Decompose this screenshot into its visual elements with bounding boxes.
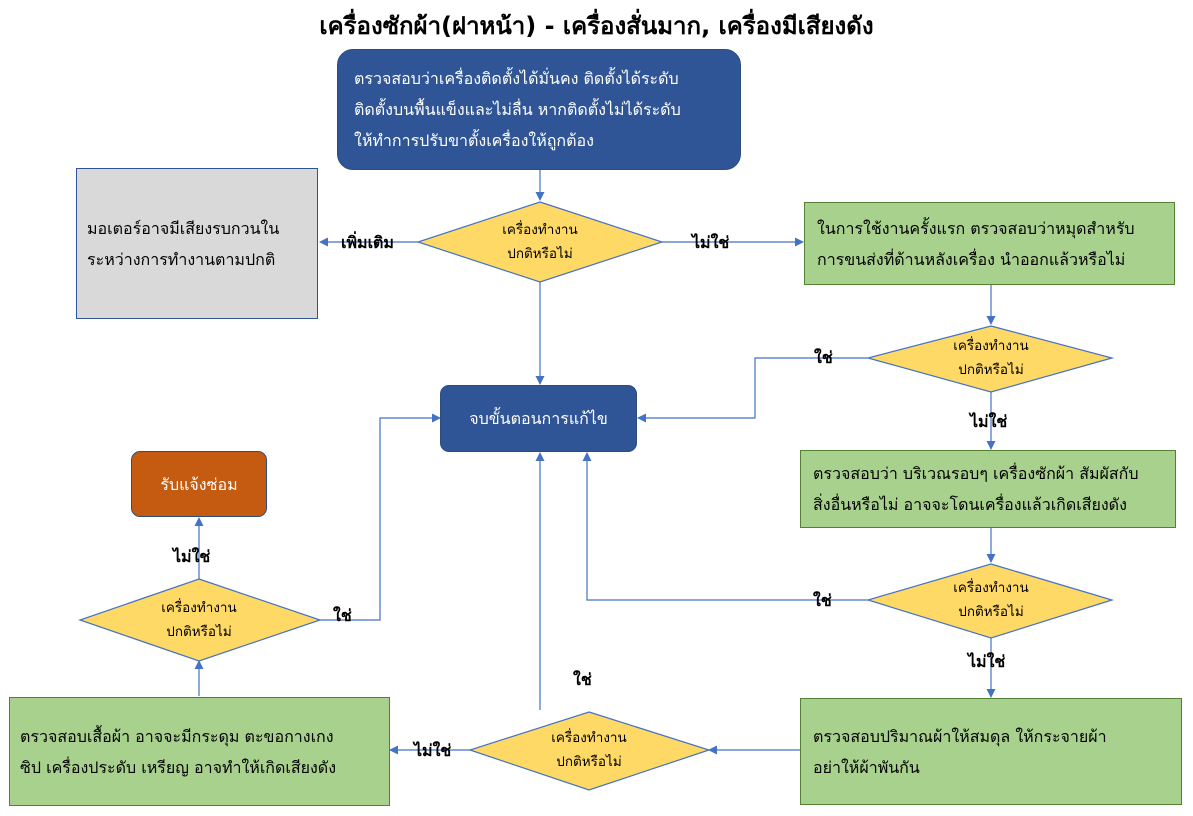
label-yes-d3: ใช่	[813, 591, 832, 610]
edge-d3-end	[582, 452, 868, 601]
label-no-d2: ไม่ใช่	[970, 412, 1008, 431]
load-balance-box: ตรวจสอบปริมาณผ้าให้สมดุล ให้กระจายผ้า อย…	[800, 698, 1182, 805]
surroundings-box: ตรวจสอบว่า บริเวณรอบๆ เครื่องซักผ้า สัมผ…	[800, 450, 1176, 528]
label-no-d5: ไม่ใช่	[414, 741, 452, 760]
load-line-2: อย่าให้ผ้าพันกัน	[813, 757, 920, 777]
decision-diamond-2	[865, 325, 1115, 393]
decision-4-text: เครื่องทำงาน ปกติหรือไม่	[139, 596, 259, 644]
edge-d2-end	[637, 357, 868, 423]
motor-note-line-1: มอเตอร์อาจมีเสียงรบกวนใน	[87, 218, 280, 238]
end-box: จบขั้นตอนการแก้ไข	[440, 385, 637, 452]
decision-3-line-2: ปกติหรือไม่	[958, 604, 1024, 620]
page-title: เครื่องซักผ้า(ฝาหน้า) - เครื่องสั่นมาก, …	[319, 12, 874, 40]
decision-1-line-1: เครื่องทำงาน	[502, 222, 578, 238]
label-no-d1: ไม่ใช่	[692, 233, 730, 252]
decision-2-text: เครื่องทำงาน ปกติหรือไม่	[931, 334, 1051, 382]
load-line-1: ตรวจสอบปริมาณผ้าให้สมดุล ให้กระจายผ้า	[813, 726, 1107, 746]
decision-3-text: เครื่องทำงาน ปกติหรือไม่	[931, 576, 1051, 624]
surroundings-line-2: สิ่งอื่นหรือไม่ อาจจะโดนเครื่องแล้วเกิดเ…	[813, 495, 1127, 514]
label-more: เพิ่มเติม	[341, 233, 394, 252]
decision-4-line-1: เครื่องทำงาน	[161, 600, 237, 616]
decision-1-text: เครื่องทำงาน ปกติหรือไม่	[480, 218, 600, 266]
motor-note-box: มอเตอร์อาจมีเสียงรบกวนใน ระหว่างการทำงาน…	[76, 168, 318, 319]
decision-5-line-1: เครื่องทำงาน	[551, 730, 627, 746]
clothes-check-box: ตรวจสอบเสื้อผ้า อาจจะมีกระดุม ตะขอกางเกง…	[9, 697, 390, 806]
shipping-line-1: ในการใช้งานครั้งแรก ตรวจสอบว่าหมุดสำหรับ	[817, 218, 1135, 238]
decision-4-line-2: ปกติหรือไม่	[166, 624, 232, 640]
label-yes-d4: ใช่	[333, 606, 352, 625]
decision-2-line-1: เครื่องทำงาน	[953, 338, 1029, 354]
decision-diamond-5	[468, 711, 711, 791]
service-box: รับแจ้งซ่อม	[131, 451, 267, 517]
start-box: ตรวจสอบว่าเครื่องติดตั้งได้มั่นคง ติดตั้…	[337, 49, 741, 170]
label-no-d4: ไม่ใช่	[173, 547, 211, 566]
surroundings-line-1: ตรวจสอบว่า บริเวณรอบๆ เครื่องซักผ้า สัมผ…	[813, 464, 1139, 483]
label-no-d3: ไม่ใช่	[968, 652, 1006, 671]
shipping-bolts-box: ในการใช้งานครั้งแรก ตรวจสอบว่าหมุดสำหรับ…	[804, 202, 1175, 285]
start-line-2: ติดตั้งบนพื้นแข็งและไม่ลื่น หากติดตั้งไม…	[354, 100, 681, 119]
label-yes-d5: ใช่	[573, 670, 592, 689]
start-line-3: ให้ทำการปรับขาตั้งเครื่องให้ถูกต้อง	[354, 131, 594, 150]
decision-diamond-1	[416, 201, 664, 283]
service-label: รับแจ้งซ่อม	[160, 474, 238, 494]
clothes-line-2: ซิป เครื่องประดับ เหรียญ อาจทำให้เกิดเสี…	[20, 757, 336, 777]
clothes-line-1: ตรวจสอบเสื้อผ้า อาจจะมีกระดุม ตะขอกางเกง	[20, 726, 334, 746]
decision-5-line-2: ปกติหรือไม่	[556, 754, 622, 770]
decision-2-line-2: ปกติหรือไม่	[958, 362, 1024, 378]
label-yes-d2: ใช่	[814, 348, 833, 367]
decision-diamond-3	[865, 563, 1115, 639]
decision-diamond-4	[78, 578, 322, 662]
decision-3-line-1: เครื่องทำงาน	[953, 580, 1029, 596]
edge-d4-end	[318, 413, 441, 621]
decision-5-text: เครื่องทำงาน ปกติหรือไม่	[529, 726, 649, 774]
start-line-1: ตรวจสอบว่าเครื่องติดตั้งได้มั่นคง ติดตั้…	[354, 69, 679, 88]
decision-1-line-2: ปกติหรือไม่	[507, 246, 573, 262]
motor-note-line-2: ระหว่างการทำงานตามปกติ	[87, 249, 276, 269]
end-label: จบขั้นตอนการแก้ไข	[469, 409, 608, 428]
shipping-line-2: การขนส่งที่ด้านหลังเครื่อง นำออกแล้วหรือ…	[817, 249, 1126, 269]
